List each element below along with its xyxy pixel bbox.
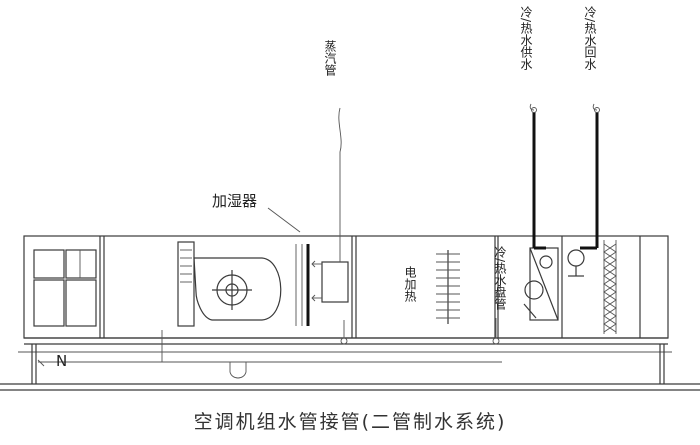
electric-heater-icon <box>436 250 460 324</box>
discharge-section <box>567 240 617 334</box>
filter-section <box>33 249 97 327</box>
humidifier-label: 加湿器 <box>212 192 257 210</box>
coil-section <box>523 247 559 321</box>
floor-lines <box>0 383 700 391</box>
drain-mark-label: N <box>56 352 67 370</box>
fan-section <box>177 241 282 327</box>
ahu-casing <box>23 235 669 339</box>
steam-nozzle-icons <box>311 260 322 302</box>
pump-icon <box>524 280 544 300</box>
coil-label: 冷/热水盘管 <box>493 246 507 311</box>
diagram-caption: 空调机组水管接管(二管制水系统) <box>194 411 507 433</box>
chw-return-label: 冷/热水回水 <box>583 6 597 70</box>
steam-humidifier-box <box>321 261 349 303</box>
electric-heater-label: 电加热 <box>403 266 417 303</box>
section-dividers <box>99 236 641 338</box>
fan-impeller-icon <box>212 270 252 310</box>
humidifier-section <box>267 207 349 326</box>
steam-pipe <box>338 107 342 262</box>
filter-mesh-icon <box>603 240 617 334</box>
base-frame <box>18 337 672 384</box>
return-valve-icon <box>567 249 585 277</box>
valve-icon <box>539 255 553 269</box>
drain-piping <box>37 318 502 379</box>
supply-return-pipes <box>529 103 600 250</box>
chw-supply-label: 冷/热水供水 <box>519 6 533 70</box>
steam-pipe-label: 蒸汽管 <box>323 40 337 77</box>
